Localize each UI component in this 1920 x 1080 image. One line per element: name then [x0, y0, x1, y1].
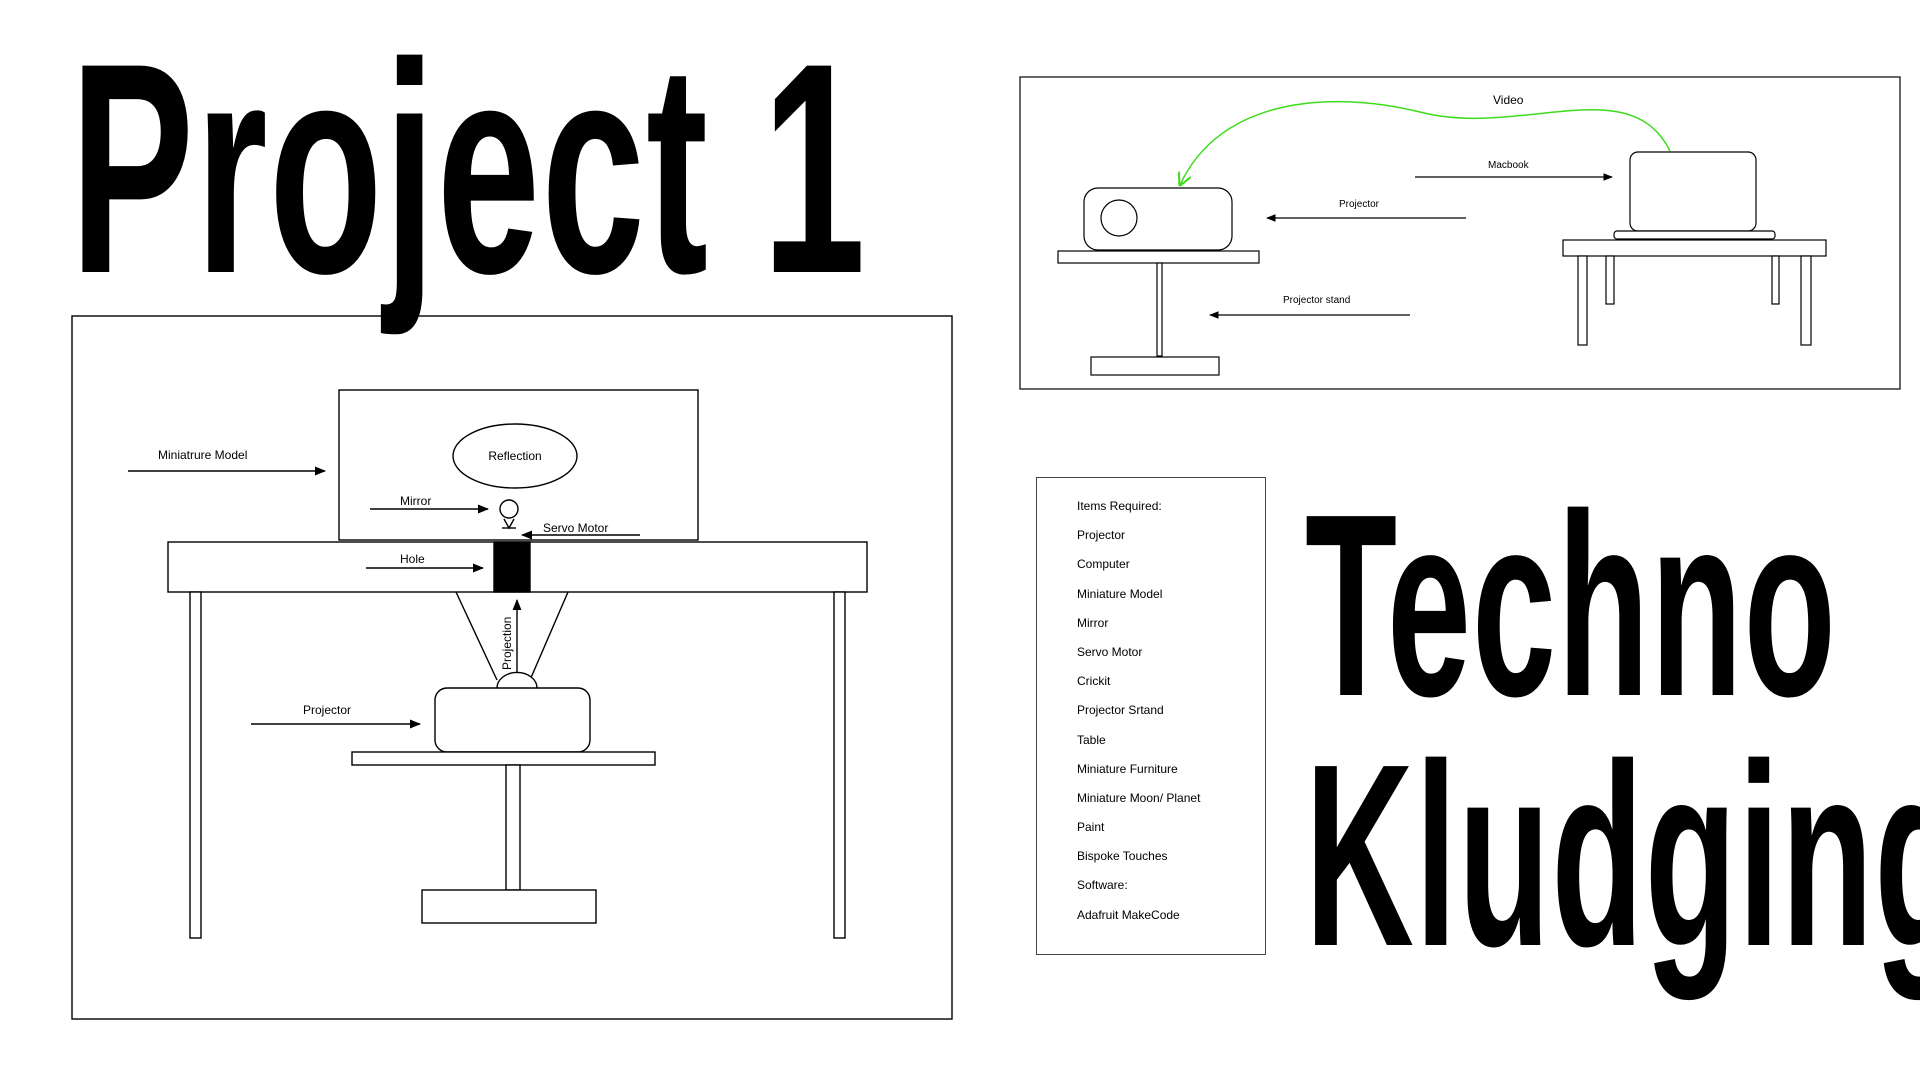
- list-item: Computer: [1077, 557, 1130, 572]
- video-curve-guide: [1170, 92, 1670, 186]
- label-miniature-model: Miniatrure Model: [158, 448, 247, 462]
- list-item: Servo Motor: [1077, 644, 1143, 659]
- setup-diagram: [1019, 76, 1901, 390]
- projection-cone-right: [529, 591, 569, 681]
- setup-stand-pole: [1156, 262, 1163, 357]
- list-item: Miniature Model: [1077, 586, 1163, 601]
- list-item: Mirror: [1077, 615, 1109, 630]
- setup-table-leg-3: [1771, 255, 1780, 305]
- heading-techno: Techno: [1305, 461, 1837, 751]
- setup-diagram-frame: [1019, 76, 1901, 390]
- reflection-ellipse: [452, 423, 578, 489]
- main-diagram-labels: Miniatrure Model Reflection Mirror Servo…: [158, 448, 608, 717]
- label-servo-motor: Servo Motor: [543, 521, 608, 535]
- main-diagram-frame: [71, 315, 953, 1020]
- servo-motor-icon: [503, 518, 515, 530]
- projector-body: [434, 687, 591, 753]
- main-diagram: [71, 315, 953, 1020]
- items-required-box: [1036, 477, 1266, 955]
- label-mirror: Mirror: [400, 494, 431, 508]
- setup-diagram-labels: Video Macbook Projector Projector stand: [1283, 93, 1530, 306]
- setup-table-top: [1562, 239, 1827, 257]
- list-item: Bispoke Touches: [1077, 849, 1168, 864]
- table-leg-left: [189, 591, 202, 939]
- label-reflection: Reflection: [488, 449, 541, 463]
- projection-cone-left: [455, 591, 498, 681]
- list-item: Adafruit MakeCode: [1077, 907, 1180, 922]
- table-hole: [493, 541, 531, 593]
- mirror-icon: [499, 499, 519, 519]
- projector-lens: [496, 671, 538, 689]
- list-item: Software:: [1077, 878, 1128, 893]
- list-item: Items Required:: [1077, 499, 1162, 513]
- table-leg-right: [833, 591, 846, 939]
- stand-pole: [505, 764, 521, 891]
- list-item: Crickit: [1077, 674, 1111, 689]
- list-item: Projector: [1077, 528, 1126, 543]
- label-macbook: Macbook: [1488, 160, 1530, 171]
- stand-base: [421, 889, 597, 924]
- macbook-base: [1613, 230, 1776, 240]
- items-required-list: Items Required: Projector Computer Minia…: [1077, 497, 1200, 935]
- list-item: Table: [1077, 732, 1106, 747]
- heading-kludging: Kludging: [1305, 711, 1920, 1001]
- setup-projector-lens: [1100, 199, 1138, 237]
- label-projector: Projector: [303, 703, 351, 717]
- list-item: Miniature Furniture: [1077, 761, 1178, 776]
- setup-table-leg-4: [1800, 255, 1812, 346]
- setup-stand-shelf: [1057, 250, 1260, 264]
- label-projector-stand: Projector stand: [1283, 295, 1350, 306]
- list-item: Projector Srtand: [1077, 703, 1164, 718]
- setup-table-leg-1: [1577, 255, 1588, 346]
- label-hole: Hole: [400, 552, 425, 566]
- label-setup-projector: Projector: [1339, 199, 1380, 210]
- list-item: Miniature Moon/ Planet: [1077, 790, 1201, 805]
- page-title: Project 1: [70, 0, 867, 336]
- stand-shelf: [351, 751, 656, 766]
- list-item: Paint: [1077, 820, 1105, 835]
- label-projection: Projection: [500, 617, 514, 670]
- label-video: Video: [1493, 93, 1524, 107]
- setup-stand-base: [1090, 356, 1220, 376]
- setup-table-leg-2: [1605, 255, 1615, 305]
- macbook-screen: [1629, 151, 1757, 232]
- video-arrow: [1180, 100, 1671, 185]
